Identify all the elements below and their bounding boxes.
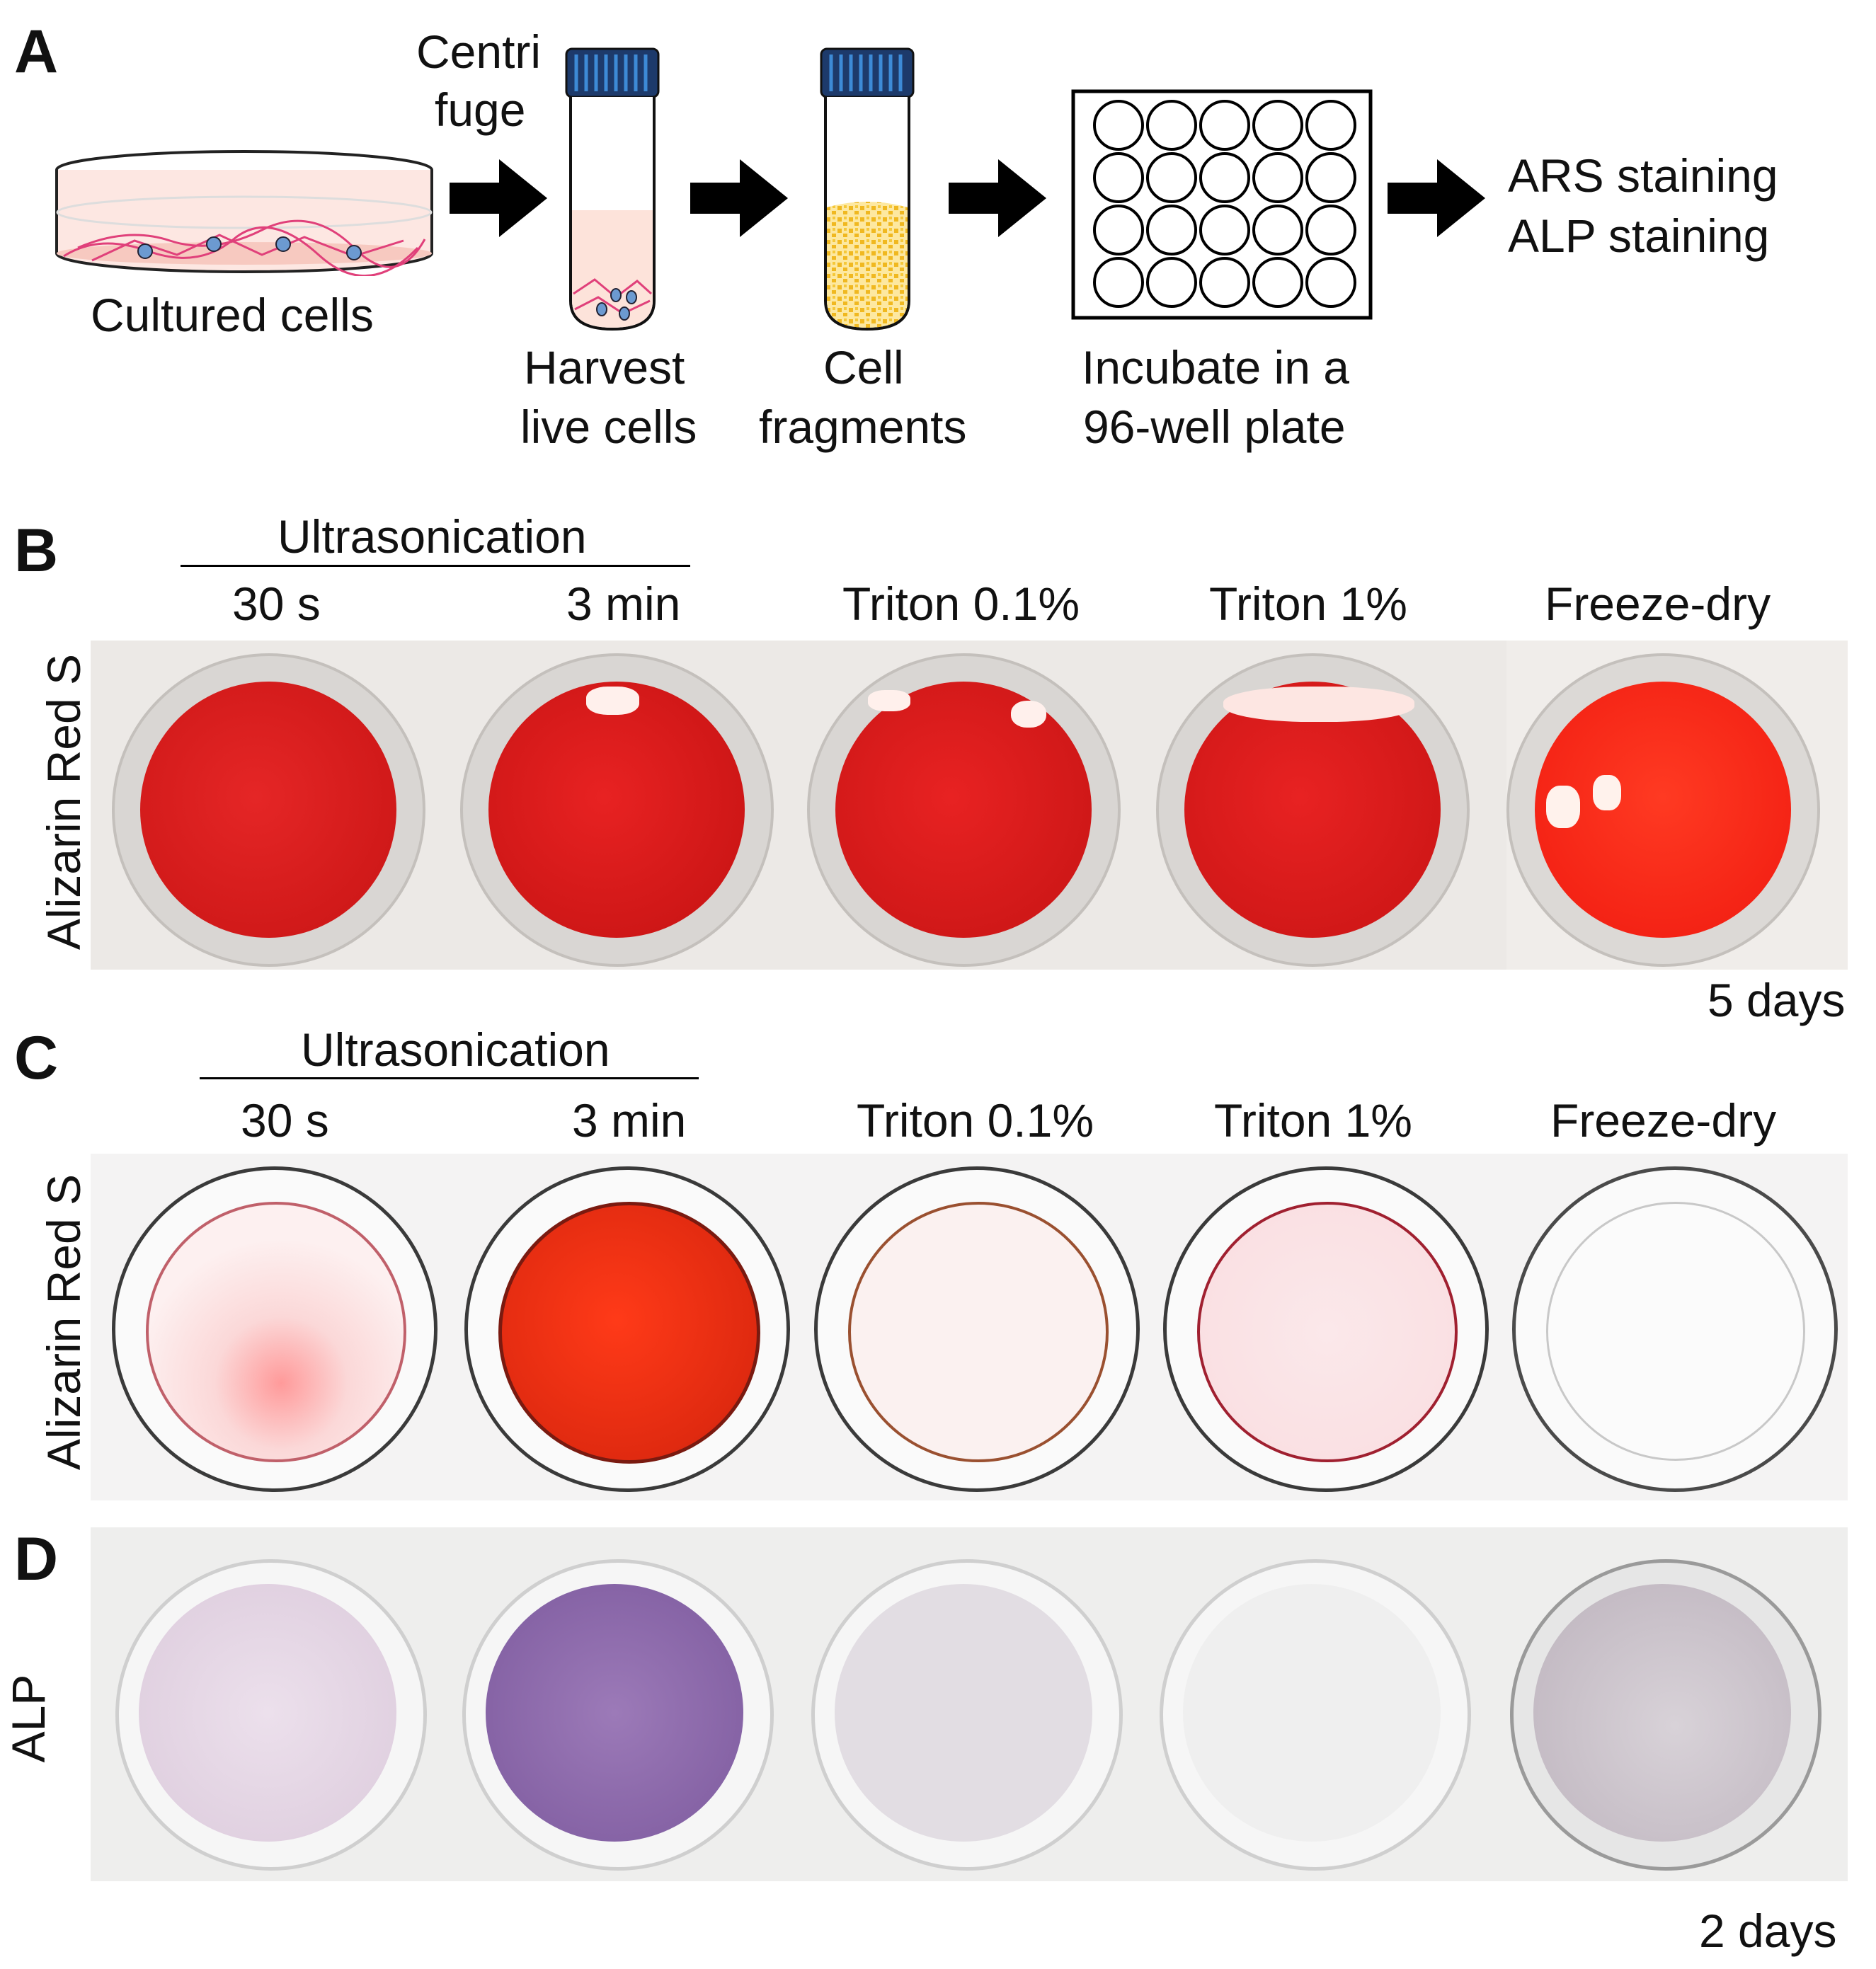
arrow-right-icon [450, 159, 547, 237]
well-ars-triton-1 [1197, 1202, 1458, 1462]
well-ars-triton-1 [1184, 682, 1441, 938]
panel-letter-c: C [14, 1024, 59, 1092]
column-label-b-2: 3 min [566, 578, 681, 630]
label-fragments-2: fragments [759, 401, 967, 453]
column-label-b-3: Triton 0.1% [842, 578, 1080, 630]
well-ars-3min [488, 682, 745, 938]
column-label-c-5: Freeze-dry [1550, 1094, 1777, 1147]
time-label-d: 2 days [1699, 1905, 1837, 1957]
column-label-b-1: 30 s [232, 578, 321, 630]
label-cultured-cells: Cultured cells [91, 289, 374, 341]
label-harvest-1: Harvest [524, 341, 685, 394]
well-ars-freeze-dry [1546, 1202, 1805, 1461]
well-plate-icon [1071, 89, 1373, 320]
arrow-right-icon [690, 159, 788, 237]
well-alp-freeze-dry [1533, 1584, 1791, 1842]
well-ars-3min [498, 1202, 760, 1464]
well-ars-30s [146, 1202, 406, 1462]
well-alp-triton-01 [835, 1584, 1092, 1842]
tube-harvest-icon [565, 47, 660, 331]
panel-letter-b: B [14, 517, 59, 585]
alp-photo-strip-d [91, 1527, 1848, 1881]
panel-letter-a: A [14, 18, 59, 86]
ultrasonication-label-b: Ultrasonication [278, 510, 587, 563]
label-alp-staining: ALP staining [1508, 209, 1770, 262]
ultrasonication-label-c: Ultrasonication [301, 1023, 610, 1076]
label-incubate-2: 96-well plate [1083, 401, 1346, 453]
petri-dish-icon [55, 150, 433, 276]
panel-letter-d: D [14, 1525, 59, 1593]
well-ars-30s [140, 682, 396, 938]
arrow-right-icon [1388, 159, 1485, 237]
ultrasonication-bracket-c [200, 1077, 699, 1079]
well-ars-triton-01 [835, 682, 1092, 938]
column-label-c-3: Triton 0.1% [857, 1094, 1094, 1147]
column-label-c-4: Triton 1% [1214, 1094, 1412, 1147]
label-ars-staining: ARS staining [1508, 149, 1778, 202]
column-label-c-2: 3 min [572, 1094, 687, 1147]
row-label-d: ALP [2, 1674, 55, 1763]
column-label-b-5: Freeze-dry [1545, 578, 1771, 630]
arrow-right-icon [949, 159, 1046, 237]
ars-photo-strip-b [91, 641, 1848, 970]
tube-fragments-icon [820, 47, 915, 331]
well-alp-triton-1 [1183, 1584, 1441, 1842]
label-centrifuge-1: Centri [416, 25, 542, 78]
row-label-c: Alizarin Red S [38, 1173, 90, 1471]
label-incubate-1: Incubate in a [1082, 341, 1349, 394]
ultrasonication-bracket-b [181, 565, 690, 567]
column-label-b-4: Triton 1% [1209, 578, 1407, 630]
column-label-c-1: 30 s [241, 1094, 329, 1147]
well-ars-triton-01 [848, 1202, 1109, 1462]
well-alp-3min [486, 1584, 743, 1842]
ars-photo-strip-c [91, 1154, 1848, 1500]
row-label-b: Alizarin Red S [38, 653, 90, 951]
label-centrifuge-2: fuge [435, 84, 526, 136]
label-fragments-1: Cell [823, 341, 904, 394]
well-alp-30s [139, 1584, 396, 1842]
time-label-b: 5 days [1708, 974, 1846, 1026]
label-harvest-2: live cells [520, 401, 697, 453]
